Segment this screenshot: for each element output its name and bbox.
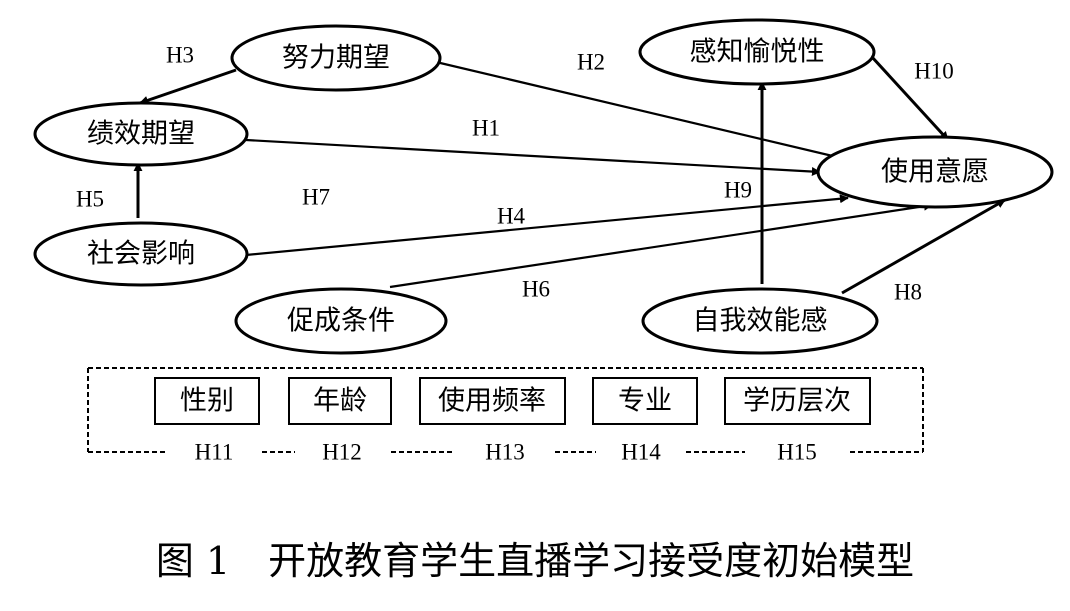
node-use-intention xyxy=(816,135,1054,209)
label-social-influence: 社会影响 xyxy=(87,239,195,270)
hyp-label-h10: H10 xyxy=(914,59,954,84)
hyp-label-h3: H3 xyxy=(166,43,194,68)
moderator-age: 年龄 xyxy=(313,386,367,417)
figure-caption: 图 1 开放教育学生直播学习接受度初始模型 xyxy=(156,539,914,583)
hyp-label-h7: H7 xyxy=(302,185,330,210)
arrow-h2 xyxy=(435,60,859,165)
moderator-major: 专业 xyxy=(618,386,672,417)
hyp-label-h2: H2 xyxy=(577,50,605,75)
moderator-gender: 性别 xyxy=(180,386,234,417)
label-use-intention: 使用意愿 xyxy=(881,157,989,188)
moderator-box-education xyxy=(724,377,871,425)
arrow-h4 xyxy=(245,194,849,257)
moderator-box-major xyxy=(592,377,698,425)
label-performance-expectancy: 绩效期望 xyxy=(87,119,195,150)
arrow-h6 xyxy=(389,201,933,289)
moderator-education: 学历层次 xyxy=(743,386,851,417)
label-perceived-enjoyment: 感知愉悦性 xyxy=(690,37,825,68)
moderator-box-frequency xyxy=(419,377,566,425)
hyp-label-h5: H5 xyxy=(76,187,104,212)
moderator-frequency: 使用频率 xyxy=(438,386,546,417)
node-social-influence xyxy=(33,221,249,287)
node-self-efficacy xyxy=(641,287,879,355)
arrow-h3 xyxy=(139,68,237,105)
hyp-label-h6: H6 xyxy=(522,277,550,302)
moderator-box-age xyxy=(288,377,392,425)
hyp-label-h9: H9 xyxy=(724,178,752,203)
hyp-label-h1: H1 xyxy=(472,116,500,141)
node-facilitating-conditions xyxy=(234,287,448,355)
hyp-label-h8: H8 xyxy=(894,280,922,305)
hyp-label-h11: H11 xyxy=(195,440,234,465)
arrow-h8 xyxy=(841,198,1006,295)
arrow-h1 xyxy=(245,138,821,177)
hyp-label-h12: H12 xyxy=(322,440,362,465)
node-perceived-enjoyment xyxy=(638,18,876,86)
arrow-h10 xyxy=(870,55,950,142)
hyp-label-h15: H15 xyxy=(777,440,817,465)
label-self-efficacy: 自我效能感 xyxy=(693,306,828,337)
node-performance-expectancy xyxy=(33,101,249,167)
hyp-label-h13: H13 xyxy=(485,440,525,465)
label-facilitating-conditions: 促成条件 xyxy=(287,306,395,337)
moderator-box-gender xyxy=(154,377,260,425)
hyp-label-h4: H4 xyxy=(497,204,526,229)
hyp-label-h14: H14 xyxy=(621,440,661,465)
node-effort-expectancy xyxy=(230,24,442,92)
label-effort-expectancy: 努力期望 xyxy=(282,43,390,74)
moderators-frame xyxy=(87,367,924,453)
